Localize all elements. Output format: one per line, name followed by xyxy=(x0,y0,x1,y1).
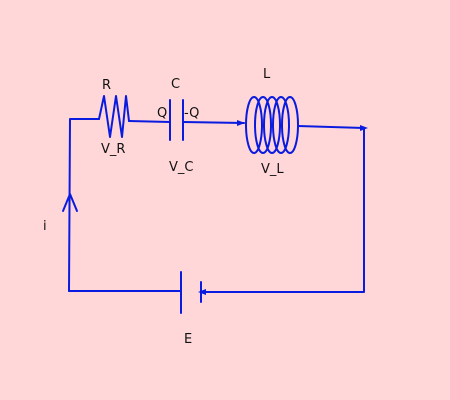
arrowhead-inductor-input xyxy=(237,120,245,126)
inductor-symbol xyxy=(245,96,299,154)
wire-inductor-to-right xyxy=(200,125,365,293)
resistor-symbol xyxy=(98,95,130,138)
label-current: i xyxy=(43,219,47,234)
label-capacitor-voltage: V_C xyxy=(169,160,193,175)
label-charge-right: -Q xyxy=(184,106,199,121)
label-inductor: L xyxy=(263,67,271,82)
wire-capacitor-to-inductor xyxy=(182,121,245,124)
wire-left-top xyxy=(68,118,100,292)
label-resistor: R xyxy=(102,78,111,93)
current-arrow xyxy=(62,193,78,212)
wire-resistor-to-capacitor xyxy=(128,120,171,123)
arrowhead-battery-input xyxy=(198,289,206,295)
label-inductor-voltage: V_L xyxy=(261,162,284,177)
label-resistor-voltage: V_R xyxy=(101,142,125,157)
label-emf: E xyxy=(184,332,192,347)
arrowhead-right-corner xyxy=(360,125,368,131)
label-capacitor: C xyxy=(171,77,180,92)
label-charge-left: Q xyxy=(157,106,167,121)
